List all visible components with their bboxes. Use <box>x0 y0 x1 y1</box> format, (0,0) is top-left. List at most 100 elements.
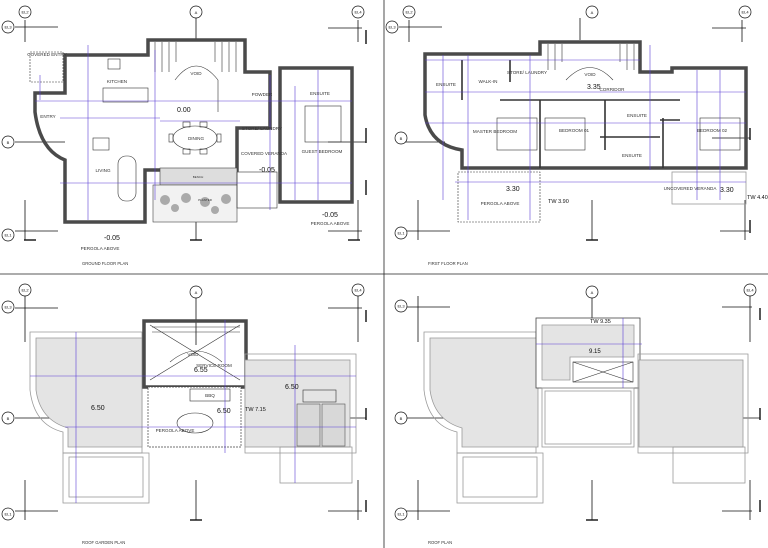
svg-text:EL1: EL1 <box>4 512 12 517</box>
elevation-marker-el4: EL4 <box>738 5 752 19</box>
room-label: ENSUITE <box>310 91 330 96</box>
svg-text:EL2: EL2 <box>21 288 29 293</box>
cooktop <box>107 58 121 70</box>
room-label: UNCOVERED VERANDA <box>664 186 718 191</box>
room-label: VOID <box>190 71 202 76</box>
svg-text:A: A <box>195 290 198 295</box>
elevation-marker-el4: EL4 <box>351 5 365 19</box>
elevation-marker-el2: EL2 <box>18 5 32 19</box>
level-marker: 3.35 <box>587 84 601 91</box>
elevation-marker-el3: EL3 <box>394 299 408 313</box>
elevation-marker-el4: EL4 <box>743 283 757 297</box>
ground-floor-plan: COVERED ENTRY ENTRY KITCHEN VOID DINING … <box>1 5 367 266</box>
room-label: COVERED ENTRY <box>27 52 66 57</box>
room-label: PERGOLA ABOVE <box>81 246 120 251</box>
elevation-marker-el2: EL2 <box>18 283 32 297</box>
room-label: CORRIDOR <box>599 87 625 92</box>
first-floor-walls <box>423 40 748 170</box>
elevation-marker-el4: EL4 <box>351 283 365 297</box>
staircase <box>154 42 237 112</box>
level-marker: 0.00 <box>177 107 191 114</box>
svg-text:B: B <box>7 416 10 421</box>
plan-title: GROUND FLOOR PLAN <box>82 261 128 266</box>
svg-text:EL4: EL4 <box>741 10 749 15</box>
bedroom-01-bed <box>544 117 586 151</box>
svg-text:EL3: EL3 <box>397 304 405 309</box>
level-marker: -0.05 <box>322 212 338 219</box>
dining-chairs <box>168 121 222 155</box>
upper-roof <box>541 324 635 381</box>
room-label: BBQ <box>205 393 215 398</box>
svg-text:EL2: EL2 <box>21 10 29 15</box>
dimension-lines <box>35 45 352 220</box>
level-marker: 6.50 <box>285 384 299 391</box>
pergola-area <box>147 386 242 448</box>
elevation-marker-el1: EL1 <box>394 507 408 521</box>
left-terrace <box>35 337 143 448</box>
room-label: VOID <box>187 352 199 357</box>
sun-lounger <box>296 403 321 447</box>
svg-text:EL1: EL1 <box>397 231 405 236</box>
pergola-below-outline <box>456 452 544 504</box>
master-bed <box>496 117 538 151</box>
room-label: ENSUITE <box>436 82 456 87</box>
level-marker: -0.05 <box>259 167 275 174</box>
veranda-outline <box>236 171 278 209</box>
level-marker: 6.50 <box>91 405 105 412</box>
elevation-marker-el3: EL3 <box>1 20 15 34</box>
svg-text:B: B <box>400 416 403 421</box>
level-marker: 3.30 <box>506 186 520 193</box>
elevation-marker-el3: EL3 <box>1 300 15 314</box>
staircase <box>547 44 635 81</box>
room-label: PERGOLA ABOVE <box>156 428 195 433</box>
bbq <box>189 388 231 402</box>
svg-text:EL4: EL4 <box>746 288 754 293</box>
plan-title: ROOF PLAN <box>428 540 452 545</box>
room-label: PLANTER <box>198 198 213 202</box>
veranda-outline <box>671 171 747 205</box>
pergola-below-outline <box>62 452 150 504</box>
room-label: BEDROOM 01 <box>559 128 590 133</box>
level-marker: -0.05 <box>104 235 120 242</box>
room-label: MASTER BEDROOM <box>473 129 517 134</box>
level-marker: TW 9.35 <box>590 319 611 325</box>
room-label: PERGOLA ABOVE <box>311 221 350 226</box>
room-label: ENSUITE <box>627 113 647 118</box>
kitchen-island <box>102 87 149 103</box>
right-roof-parapet <box>637 353 749 454</box>
svg-text:EL4: EL4 <box>354 288 362 293</box>
svg-text:EL3: EL3 <box>4 305 12 310</box>
svg-text:EL3: EL3 <box>4 25 12 30</box>
svg-text:EL1: EL1 <box>4 233 12 238</box>
room-label: ENTRY <box>40 114 56 119</box>
dimension-lines <box>536 318 642 388</box>
svg-text:A: A <box>591 290 594 295</box>
room-label: DINING <box>188 136 205 141</box>
roof-dining-table <box>176 412 214 434</box>
grid-lines <box>399 18 751 241</box>
svg-text:EL1: EL1 <box>397 512 405 517</box>
ground-floor-walls <box>33 38 272 224</box>
section-marker-b: B <box>1 135 15 149</box>
svg-text:A: A <box>195 10 198 15</box>
level-marker: 6.50 <box>217 408 231 415</box>
room-label: WALK-IN <box>479 79 498 84</box>
pergola-below-inner <box>462 456 538 498</box>
room-label: LIVING <box>95 168 110 173</box>
section-marker-a: A <box>189 285 203 299</box>
dimension-lines <box>30 320 356 503</box>
planter-foliage <box>160 193 231 214</box>
first-floor-plan: ENSUITE WALK-IN STORE/ LAUNDRY VOID CORR… <box>385 5 768 266</box>
room-label: SERVICE ROOM <box>196 363 232 368</box>
level-marker: TW 4.40 <box>747 195 768 201</box>
section-marker-b: B <box>394 411 408 425</box>
level-marker: 9.15 <box>589 349 601 355</box>
level-marker: TW 3.90 <box>548 199 569 205</box>
roof-opening <box>572 361 634 383</box>
elevation-marker-el2: EL2 <box>402 5 416 19</box>
room-label: KITCHEN <box>107 79 127 84</box>
svg-text:A: A <box>591 10 594 15</box>
svg-text:B: B <box>7 140 10 145</box>
grid-lines <box>15 18 367 241</box>
roof-garden-plan: SERVICE ROOM VOID BBQ PERGOLA ABOVE 6.55… <box>1 283 367 545</box>
